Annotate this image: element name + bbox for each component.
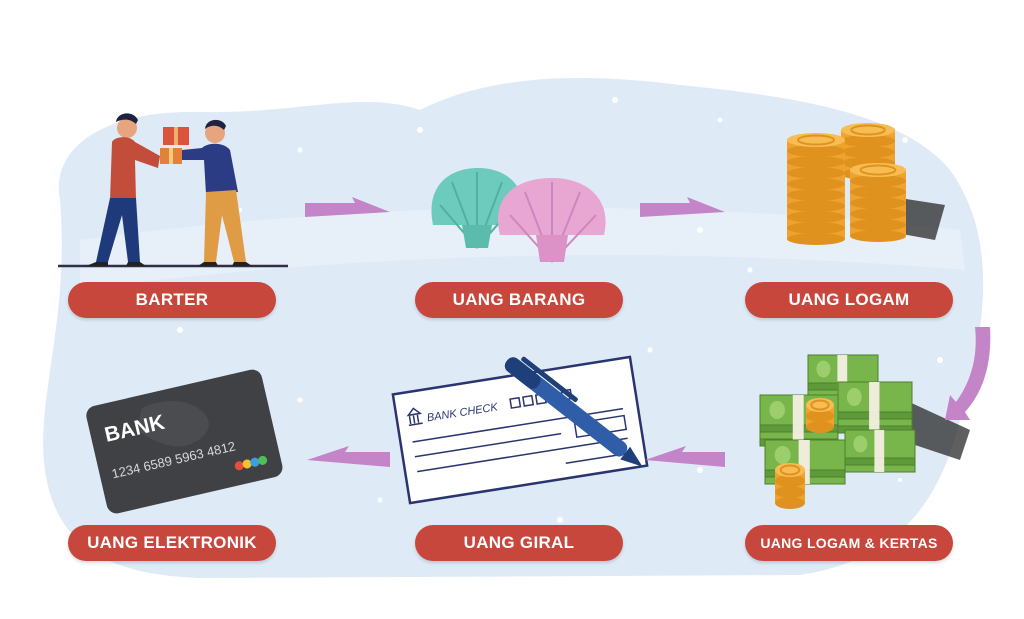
arrow-uang-logam-to-uang-logam-kertas bbox=[945, 327, 991, 420]
background-wave bbox=[80, 207, 965, 290]
bank-card-icon: BANK 1234 6589 5963 4812 bbox=[86, 369, 283, 514]
arrow-uang-logam-kertas-to-uang-giral bbox=[645, 446, 725, 467]
label-uang-barang: UANG BARANG bbox=[415, 282, 623, 318]
bank-check-icon: BANK CHECK bbox=[391, 355, 649, 505]
label-uang-elektronik: UANG ELEKTRONIK bbox=[68, 525, 276, 561]
label-barter: BARTER bbox=[68, 282, 276, 318]
flow-arrows bbox=[305, 197, 991, 467]
label-uang-giral: UANG GIRAL bbox=[415, 525, 623, 561]
people-exchanging-gift-icon bbox=[58, 113, 288, 268]
label-uang-logam: UANG LOGAM bbox=[745, 282, 953, 318]
arrow-uang-giral-to-uang-elektronik bbox=[307, 446, 390, 467]
arrow-barter-to-uang-barang bbox=[305, 197, 390, 217]
arrow-uang-barang-to-uang-logam bbox=[640, 197, 725, 217]
coin-stacks-icon bbox=[787, 123, 945, 245]
label-uang-logam-kertas: UANG LOGAM & KERTAS bbox=[745, 525, 953, 561]
seashells-icon bbox=[431, 168, 606, 263]
banknotes-and-coins-icon bbox=[759, 354, 970, 509]
